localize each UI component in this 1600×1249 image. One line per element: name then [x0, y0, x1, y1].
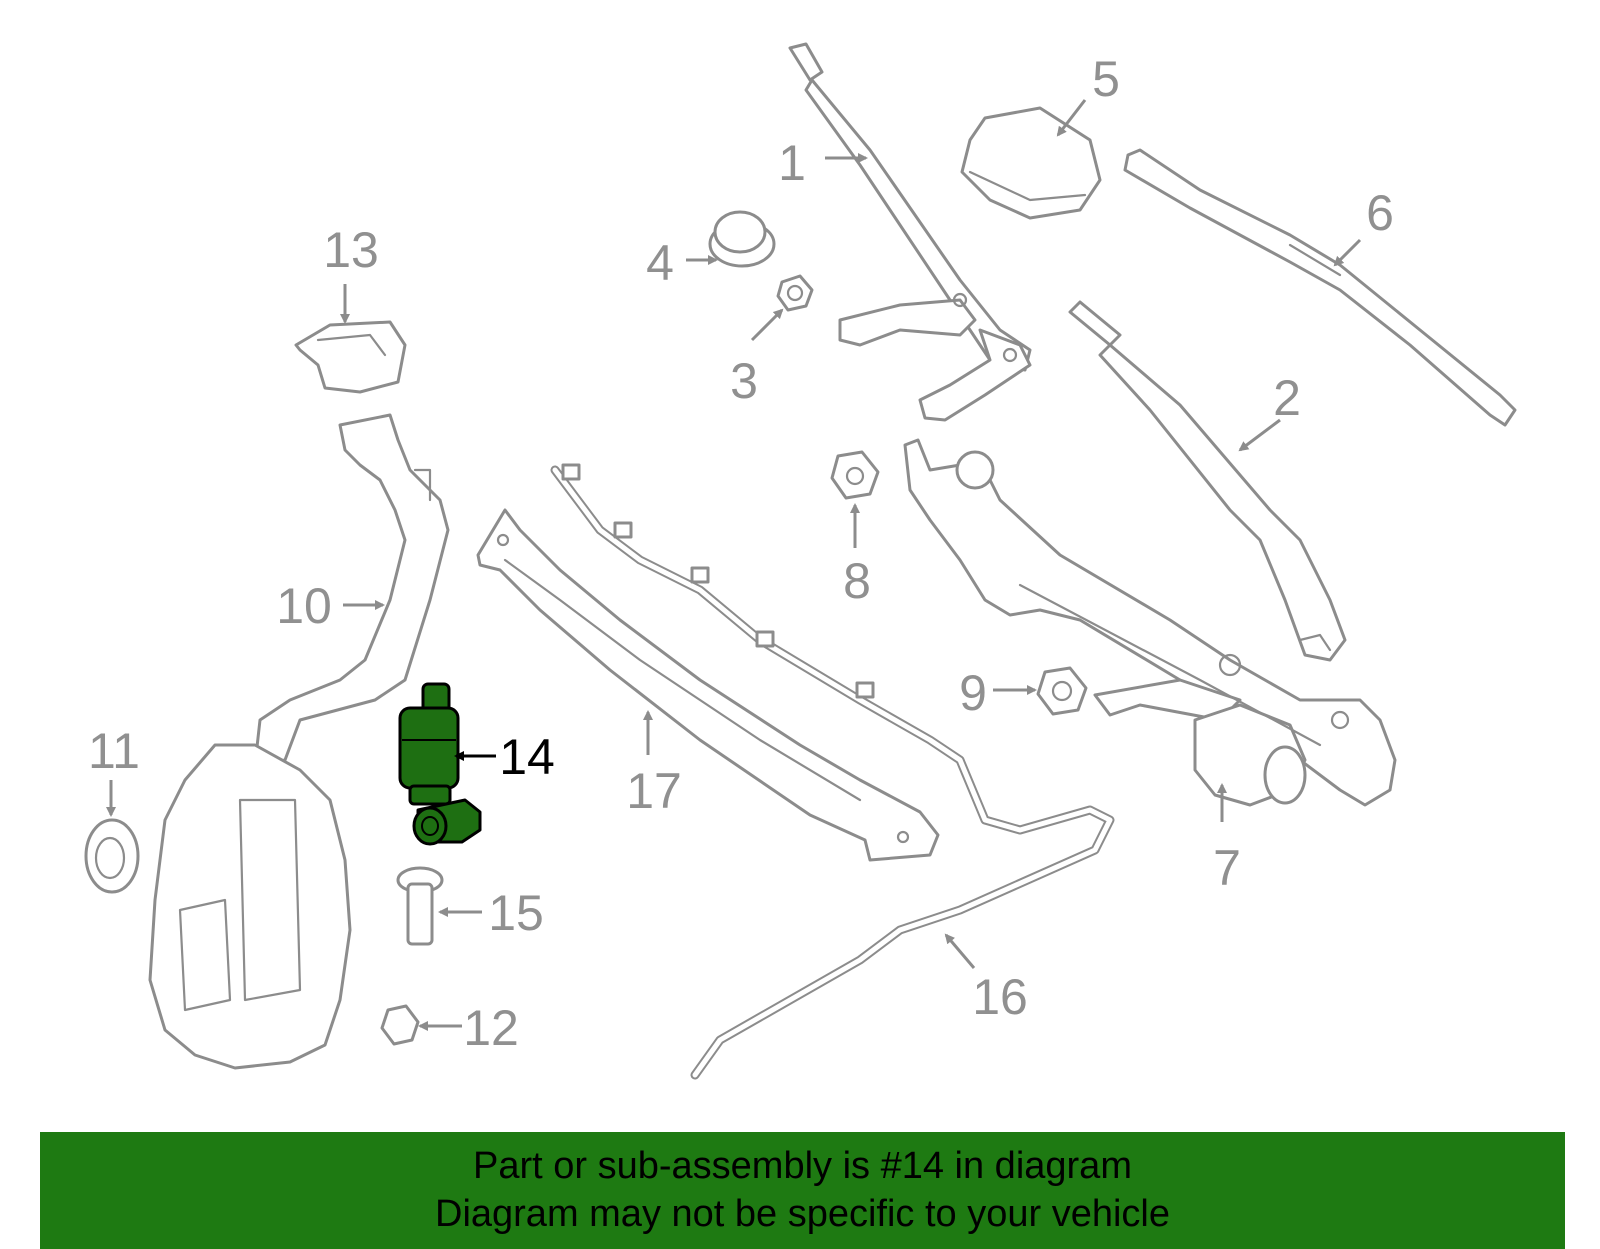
- seal-strip-17: [476, 508, 940, 862]
- cover-5: [960, 106, 1102, 220]
- bolt-15: [396, 866, 444, 946]
- cap-4: [708, 210, 776, 268]
- callout-7: 7: [1213, 840, 1241, 896]
- callout-16: 16: [972, 969, 1028, 1025]
- callout-1: 1: [778, 135, 806, 191]
- callout-3: 3: [730, 353, 758, 409]
- nut-3: [776, 274, 814, 312]
- callout-11: 11: [88, 723, 140, 779]
- callout-14: 14: [499, 729, 555, 785]
- callout-10: 10: [276, 578, 332, 634]
- cap-12: [380, 1004, 420, 1046]
- wiper-blade-6: [1123, 148, 1517, 427]
- nut-9: [1036, 666, 1088, 716]
- callout-15: 15: [488, 885, 544, 941]
- callout-13: 13: [323, 222, 379, 278]
- washer-pump-14: [398, 682, 482, 846]
- leader-lines: [106, 99, 1362, 1031]
- info-banner: Part or sub-assembly is #14 in diagram D…: [40, 1132, 1565, 1249]
- callout-labels: 1 2 3 4 5 6 7 8 9 10 11 12 13 14 15 16 1…: [88, 51, 1394, 1056]
- callout-9: 9: [959, 665, 987, 721]
- callout-12: 12: [463, 1000, 519, 1056]
- wiper-arm-right: [1068, 300, 1347, 662]
- nut-8: [830, 450, 880, 500]
- hose-16: [550, 463, 1115, 1080]
- wiper-motor-linkage-7: [903, 438, 1397, 807]
- callout-5: 5: [1092, 51, 1120, 107]
- parts-diagram: 1 2 3 4 5 6 7 8 9 10 11 12 13 14 15 16 1…: [84, 42, 1517, 1080]
- callout-17: 17: [626, 763, 682, 819]
- wiper-arm-left: [788, 42, 1032, 422]
- banner-line-1: Part or sub-assembly is #14 in diagram: [473, 1145, 1132, 1187]
- grommet-11: [84, 818, 140, 894]
- washer-reservoir: [148, 743, 352, 1070]
- callout-2: 2: [1273, 370, 1301, 426]
- callout-8: 8: [843, 553, 871, 609]
- callout-6: 6: [1366, 185, 1394, 241]
- bracket-13: [294, 320, 407, 394]
- banner-line-2: Diagram may not be specific to your vehi…: [435, 1193, 1170, 1235]
- callout-4: 4: [646, 235, 674, 291]
